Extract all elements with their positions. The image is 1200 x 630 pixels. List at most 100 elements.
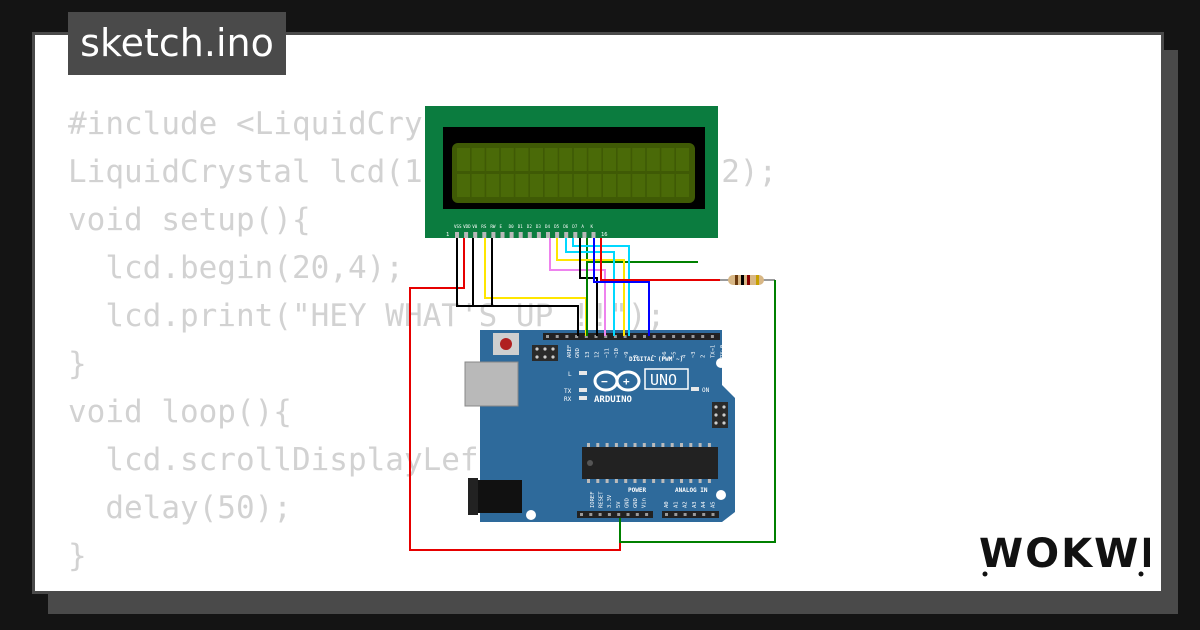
lcd-character-cell: [500, 148, 514, 171]
lcd-pin[interactable]: [482, 232, 487, 238]
logo-dot: [1138, 571, 1144, 577]
code-line: void setup(){: [68, 202, 311, 238]
chip-leg: [624, 479, 628, 483]
lcd-pin[interactable]: [464, 232, 469, 238]
lcd-pin[interactable]: [491, 232, 496, 238]
lcd-character-cell: [588, 174, 602, 197]
lcd-pin[interactable]: [527, 232, 532, 238]
header-hole[interactable]: [643, 335, 646, 338]
header-hole[interactable]: [691, 335, 695, 338]
header-hole[interactable]: [546, 335, 549, 338]
header-hole[interactable]: [575, 335, 579, 338]
icsp-pin: [535, 347, 539, 351]
lcd-pin[interactable]: [546, 232, 550, 238]
header-hole[interactable]: [681, 335, 685, 338]
icsp-pin: [551, 355, 555, 359]
chip-leg: [698, 479, 702, 483]
header-hole[interactable]: [645, 513, 649, 516]
header-hole[interactable]: [598, 513, 602, 516]
lcd-pin-label: D3: [536, 224, 542, 229]
file-name-tab[interactable]: sketch.ino: [68, 12, 286, 75]
header-hole[interactable]: [683, 513, 687, 516]
lcd-character-cell: [544, 148, 558, 171]
header-hole[interactable]: [711, 513, 715, 516]
code-editor[interactable]: #include <LiquidCrystal.h> LiquidCrystal…: [68, 100, 777, 580]
led-on: [691, 387, 699, 391]
chip-leg: [624, 443, 628, 447]
header-hole[interactable]: [623, 335, 627, 338]
lcd-pin[interactable]: [591, 232, 596, 238]
header-hole[interactable]: [565, 335, 569, 338]
header-hole[interactable]: [710, 335, 714, 338]
lcd-pin[interactable]: [564, 232, 569, 238]
power-pin-label: Vin: [642, 498, 648, 508]
wokwi-logo[interactable]: WOKWI: [975, 525, 1150, 580]
header-hole[interactable]: [701, 335, 705, 338]
code-line: }: [68, 346, 87, 382]
lcd-character-cell: [573, 148, 587, 171]
lcd-character-cell: [646, 174, 660, 197]
header-hole[interactable]: [594, 335, 598, 338]
lcd-pin-first-label: 1: [446, 232, 449, 238]
chip-leg: [689, 443, 693, 447]
header-pin-holes: [546, 335, 715, 516]
digital-pin-label: 13: [585, 351, 591, 358]
resistor[interactable]: [720, 275, 775, 285]
header-hole[interactable]: [652, 335, 656, 338]
header-hole[interactable]: [692, 513, 696, 516]
wire-cyan: [565, 238, 615, 336]
header-hole[interactable]: [635, 513, 639, 516]
lcd-character-cell: [676, 148, 689, 171]
lcd-pin[interactable]: [518, 232, 523, 238]
header-hole[interactable]: [604, 335, 608, 338]
digital-pin-label: 7: [652, 355, 658, 358]
lcd-character-grid: [457, 148, 689, 197]
lcd-pin[interactable]: [455, 232, 459, 238]
code-line: }: [68, 538, 87, 574]
header-hole[interactable]: [702, 513, 706, 516]
wire-violet: [549, 238, 606, 336]
chip-leg: [661, 479, 665, 483]
icsp-pin: [535, 355, 539, 359]
digital-pin-label: 8: [634, 355, 640, 358]
lcd-pin[interactable]: [555, 232, 560, 238]
lcd-pin-label: A: [581, 224, 584, 229]
lcd-pin[interactable]: [536, 232, 541, 238]
header-hole[interactable]: [555, 335, 559, 338]
header-hole[interactable]: [584, 335, 588, 338]
digital-header-label: DIGITAL (PWM ~): [629, 356, 683, 363]
header-hole[interactable]: [589, 513, 593, 516]
header-hole[interactable]: [617, 513, 621, 516]
lcd-character-cell: [544, 174, 558, 197]
digital-pin-label: 2: [701, 355, 707, 358]
header-hole[interactable]: [633, 335, 637, 338]
lcd-pin[interactable]: [573, 232, 578, 238]
lcd-pin[interactable]: [509, 232, 514, 238]
header-hole[interactable]: [665, 513, 668, 516]
header-hole[interactable]: [626, 513, 630, 516]
mounting-hole: [716, 490, 726, 500]
lcd-pin[interactable]: [500, 232, 505, 238]
lcd-pin[interactable]: [473, 232, 478, 238]
arduino-logo: − + UNO ARDUINO: [593, 368, 689, 405]
header-hole[interactable]: [580, 513, 583, 516]
lcd-pin-label: D0: [509, 224, 515, 229]
header-hole[interactable]: [672, 335, 676, 338]
lcd-character-cell: [661, 174, 675, 197]
lcd-pin[interactable]: [582, 232, 587, 238]
chip-leg: [642, 479, 646, 483]
wire-green: [586, 238, 698, 263]
reset-button[interactable]: [500, 338, 512, 350]
wokwi-logo-text: WOKWI: [979, 531, 1150, 577]
header-hole[interactable]: [662, 335, 666, 338]
code-line: lcd.begin(20,4);: [68, 250, 404, 286]
chip-leg: [670, 479, 674, 483]
lcd-pin-label: E: [500, 224, 503, 229]
header-hole[interactable]: [613, 335, 617, 338]
lcd-character-cell: [646, 148, 660, 171]
header-hole[interactable]: [607, 513, 611, 516]
header-hole[interactable]: [674, 513, 678, 516]
